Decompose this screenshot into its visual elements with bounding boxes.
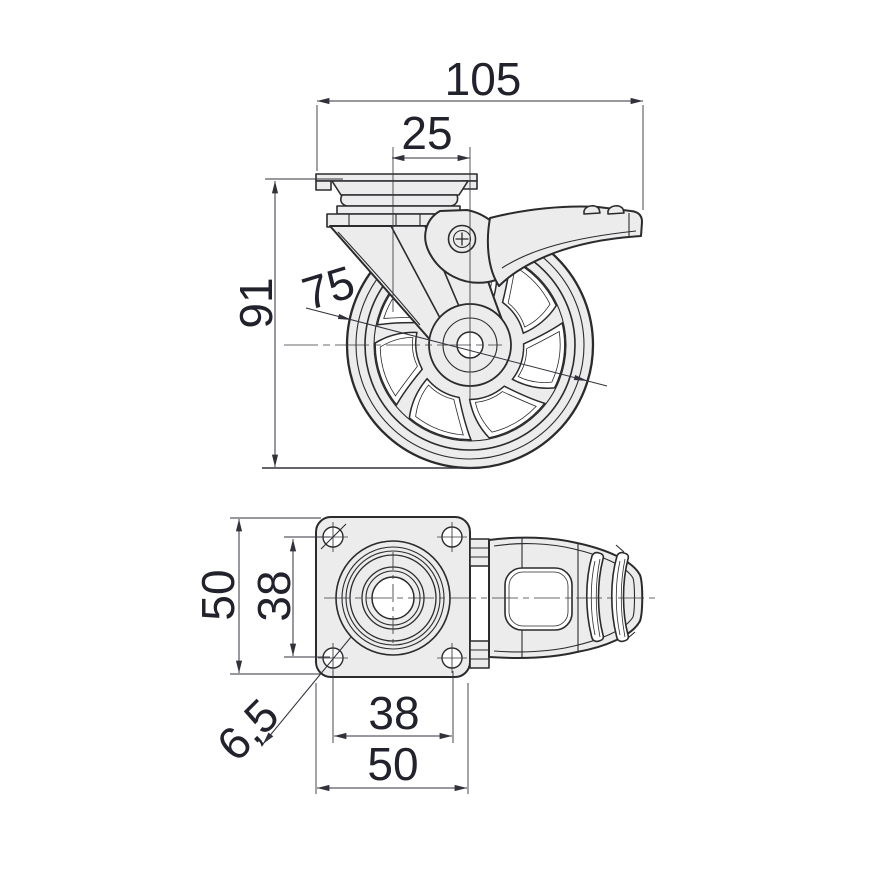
dim-label-overall-height: 91 [230,277,282,328]
hole-slash-mark [320,523,347,550]
housing-opening [504,567,573,631]
brake-pivot-screw [447,224,477,254]
brake-grip-1 [583,205,601,215]
plate-centerlines [324,552,656,648]
plate-dimensions: 50 38 38 50 6,5 [192,517,469,794]
brake-lever [424,205,643,287]
dim-label-hole-pitch-horizontal: 38 [368,687,419,739]
side-centerlines [284,147,502,404]
plate-view: 50 38 38 50 6,5 [192,516,656,794]
brake-grip-2 [607,205,625,215]
dim-label-hole-diameter: 6,5 [207,689,289,771]
dim-label-wheel-diameter: 75 [296,255,360,320]
leader-arrow [573,375,588,381]
leader-wheel-diameter [305,307,608,387]
leader-arrow [337,314,352,320]
brake-housing-top [469,536,644,669]
leader-hole-diameter [262,636,352,745]
dim-label-plate-height: 50 [192,569,244,620]
brake-lever-arm [486,205,643,287]
side-view: 105 25 91 75 [230,53,644,470]
dim-label-hole-pitch-vertical: 38 [248,570,300,621]
swivel-bearing [340,194,459,207]
dim-label-overall-length: 105 [445,53,522,105]
dim-label-swivel-offset: 25 [401,107,452,159]
dim-label-plate-width: 50 [367,738,418,790]
